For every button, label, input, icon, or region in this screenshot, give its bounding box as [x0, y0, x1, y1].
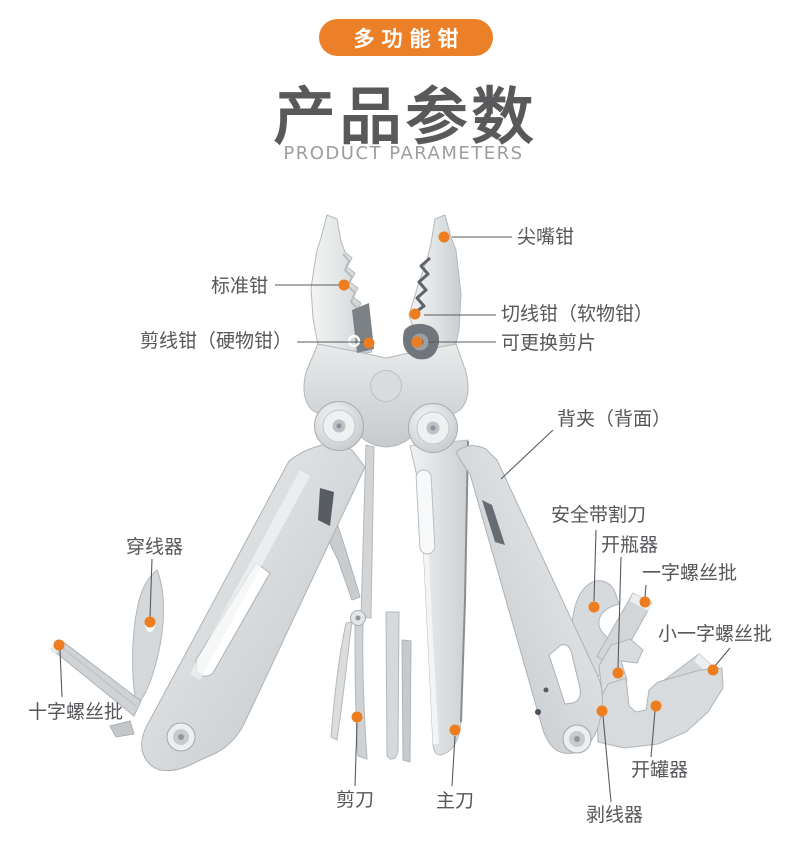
dot-replaceable-blade [411, 336, 423, 348]
dot-bottle-opener [612, 667, 624, 679]
left-handle [141, 442, 366, 772]
dot-main-knife [449, 724, 461, 736]
dot-seatbelt-cutter [588, 601, 600, 613]
scissors-blade-right [354, 621, 368, 760]
label-replaceable-blade: 可更换剪片 [501, 332, 597, 354]
dot-small-flat-screwdriver [707, 664, 719, 676]
label-back-clip: 背夹（背面） [557, 408, 672, 430]
label-standard-jaw: 标准钳 [210, 275, 268, 297]
left-handle-highlight [190, 470, 310, 680]
jaw-hole-ring [347, 334, 361, 348]
leader-seatbelt-cutter [593, 529, 597, 602]
label-seatbelt-cutter: 安全带割刀 [551, 504, 647, 526]
label-phillips-screwdriver: 十字螺丝批 [28, 701, 124, 723]
dot-soft-wire-cutter [409, 308, 421, 320]
left-jaw-serrations [342, 253, 359, 310]
leader-back-clip [500, 429, 554, 480]
dot-hard-wire-cutter [363, 337, 375, 349]
dot-scissors [351, 711, 363, 723]
phillips-ridge [59, 645, 137, 707]
label-small-flat-screwdriver: 小一字螺丝批 [658, 623, 773, 645]
lanyard-hook [109, 720, 135, 738]
callout-dots [53, 231, 719, 736]
plier-head [303, 303, 469, 448]
dot-phillips [53, 639, 65, 651]
leader-main-knife [451, 735, 456, 787]
knife-spine [460, 440, 469, 723]
knife-thumb-slot [415, 469, 436, 555]
leader-small-flat-screwdriver [714, 647, 731, 667]
label-bottle-opener: 开瓶器 [601, 534, 659, 556]
label-flat-screwdriver: 一字螺丝批 [642, 562, 738, 584]
dot-can-opener [650, 700, 662, 712]
label-soft-wire-cutter: 切线钳（软物钳） [501, 303, 654, 325]
leader-can-opener [650, 710, 656, 758]
label-scissors: 剪刀 [336, 789, 375, 811]
scissors-rivet-center [355, 615, 361, 621]
leader-flat-screwdriver [644, 584, 647, 598]
leader-bottle-opener [617, 556, 622, 669]
wire-threader-blade [132, 569, 164, 701]
label-wire-threader: 穿线器 [126, 536, 184, 558]
right-handle-rivet-2 [543, 687, 549, 693]
left-handle-slot-shadow [318, 488, 334, 526]
left-pivot-screw-center [336, 423, 342, 429]
dot-needle-nose [438, 231, 450, 243]
label-main-knife: 主刀 [436, 790, 475, 812]
label-wire-stripper: 剥线器 [586, 804, 644, 826]
label-can-opener: 开罐器 [631, 759, 689, 781]
dot-flat-screwdriver [639, 596, 651, 608]
right-pivot-screw-center [430, 425, 436, 431]
page-title: 产品参数 [273, 80, 538, 153]
scissors-arm [360, 444, 375, 619]
right-handle [455, 445, 603, 754]
dot-wire-stripper [596, 705, 608, 717]
left-handle-bolt-center [178, 734, 184, 740]
dot-wire-threader [144, 616, 156, 628]
leader-scissors [354, 722, 358, 787]
page-subtitle: PRODUCT PARAMETERS [283, 143, 524, 164]
right-handle-bolt-center [574, 736, 580, 742]
scissors-blade-left [330, 621, 353, 741]
right-handle-rivet-1 [535, 709, 541, 715]
right-jaw-serrations [415, 256, 431, 314]
leader-phillips [59, 649, 63, 698]
dot-standard-jaw [338, 279, 350, 291]
category-badge: 多功能钳 [319, 19, 493, 56]
label-needle-nose-pliers: 尖嘴钳 [517, 226, 575, 248]
main-knife-group [409, 439, 469, 756]
leader-wire-threader [149, 558, 153, 618]
label-hard-wire-cutter: 剪线钳（硬物钳） [139, 330, 292, 352]
knife-edge-highlight [417, 476, 439, 744]
leader-lines [59, 236, 731, 803]
category-badge-label: 多功能钳 [353, 26, 466, 51]
folded-bar-1 [385, 611, 400, 760]
pivot-screws [314, 401, 458, 453]
head-center-ring [370, 370, 402, 402]
leader-wire-stripper [602, 715, 612, 803]
folded-bar-2 [401, 639, 412, 763]
right-handle-slot-shadow [482, 500, 505, 545]
